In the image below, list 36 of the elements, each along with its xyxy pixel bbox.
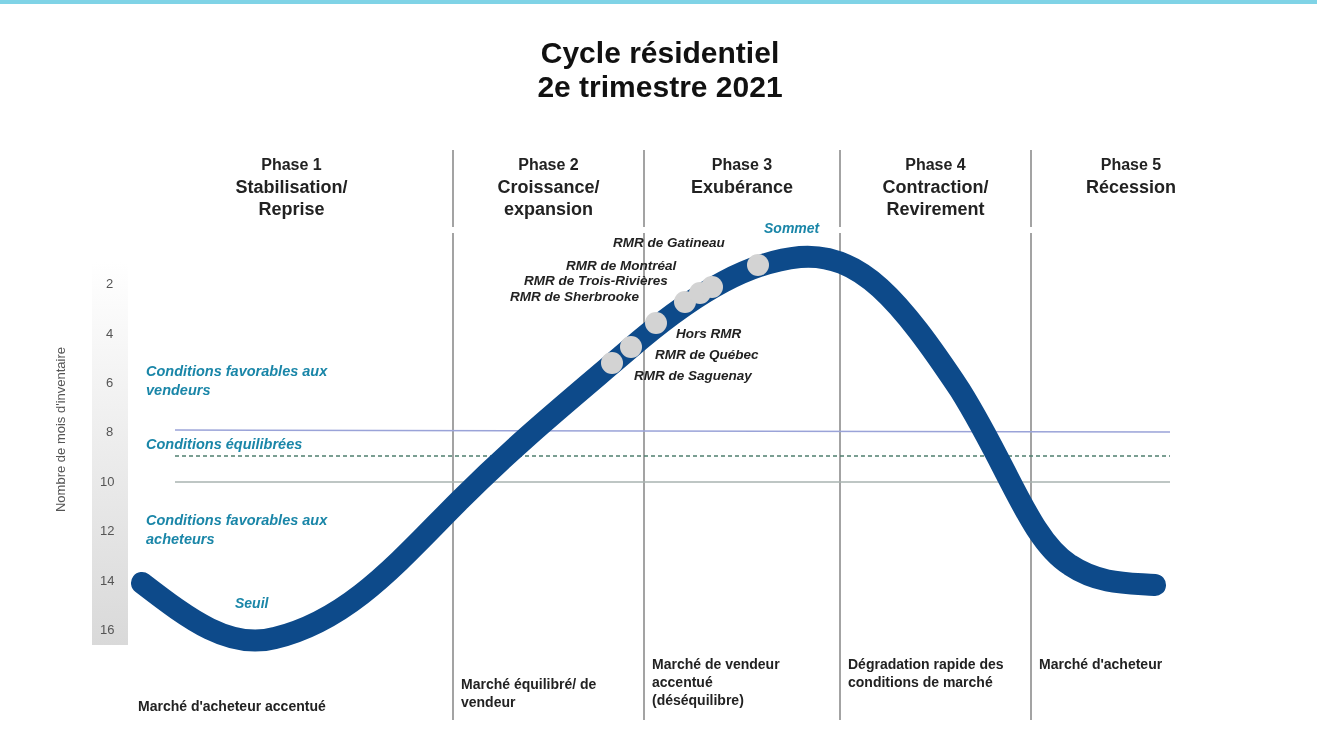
axis-title: Nombre de mois d'inventaire [52,345,68,515]
chart-title: Cycle résidentiel 2e trimestre 2021 [536,36,784,104]
region-label: RMR de Sherbrooke [510,289,640,304]
zone-label: Conditions équilibrées [146,436,303,452]
phase-description: Marché d'acheteur [1039,655,1164,673]
region-label: RMR de Québec [655,347,759,362]
region-label: RMR de Montréal [566,258,677,273]
phase-title: Croissance/ expansion [496,176,601,220]
curve-label: Sommet [764,220,820,236]
tick-label: 12 [100,523,115,538]
region-label: RMR de Saguenay [634,368,752,383]
phase-number: Phase 1 [260,156,323,174]
region-label: RMR de Gatineau [613,235,725,250]
tick-label: 8 [106,424,114,439]
tick-label: 14 [100,573,115,588]
phase-number: Phase 3 [710,156,774,174]
phase-number: Phase 2 [517,156,580,174]
region-label: Hors RMR [676,326,742,341]
tick-label: 16 [100,622,115,637]
phase-number: Phase 5 [1099,156,1163,174]
zone-label: Conditions favorables aux vendeurs [146,362,329,400]
tick-label: 2 [106,276,114,291]
phase-description: Marché équilibré/ de vendeur [461,675,598,711]
region-label: RMR de Trois-Rivières [524,273,668,288]
phase-number: Phase 4 [904,156,967,174]
tick-label: 10 [100,474,115,489]
phase-title: Exubérance [689,176,795,198]
curve-label: Seuil [235,595,269,611]
phase-description: Marché de vendeur accentué (déséquilibre) [652,655,781,709]
phase-description: Dégradation rapide des conditions de marché [848,655,1005,691]
zone-label: Conditions favorables aux acheteurs [146,511,329,549]
phase-title: Stabilisation/ Reprise [234,176,349,220]
tick-label: 4 [106,326,114,341]
phase-title: Récession [1084,176,1177,198]
tick-label: 6 [106,375,114,390]
phase-title: Contraction/ Revirement [881,176,990,220]
